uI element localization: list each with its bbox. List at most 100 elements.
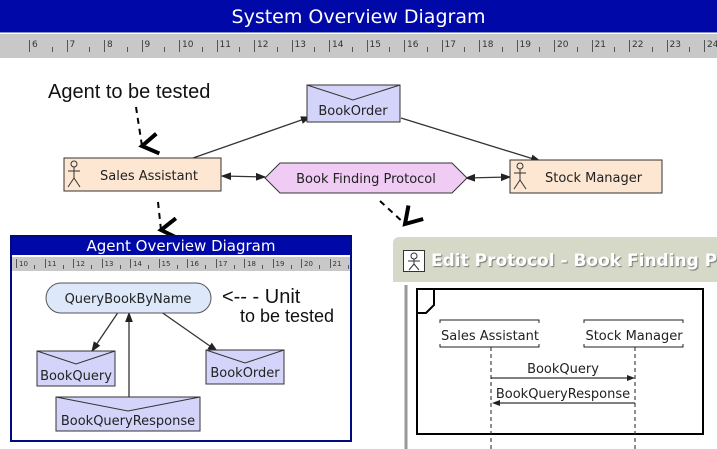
- lifeline-label: Sales Assistant: [441, 329, 539, 344]
- link-arrow: [192, 116, 312, 159]
- message-label: BookQuery: [40, 369, 112, 384]
- ruler-tick-label: 20: [301, 259, 313, 268]
- ruler-minor-tick: [164, 47, 166, 52]
- ruler-minor-tick: [389, 47, 391, 52]
- link-arrow: [91, 310, 120, 353]
- ruler-tick-label: 12: [73, 259, 85, 268]
- ruler-minor-tick: [176, 265, 178, 269]
- capability-label: QueryBookByName: [65, 292, 192, 307]
- actor-icon: [513, 162, 527, 190]
- ruler-minor-tick: [319, 265, 321, 269]
- agent-label: Stock Manager: [545, 171, 643, 186]
- system-diagram-title: System Overview Diagram: [231, 6, 486, 28]
- ruler-minor-tick: [233, 265, 235, 269]
- ruler-tick-label: 11: [216, 40, 231, 52]
- ruler-tick-label: 16: [187, 259, 199, 268]
- ruler-minor-tick: [201, 47, 203, 52]
- sequence-message-bookqueryresponse[interactable]: BookQueryResponse: [492, 387, 635, 406]
- message-label: BookQuery: [527, 362, 599, 377]
- sequence-message-bookquery[interactable]: BookQuery: [491, 362, 635, 381]
- ruler-tick-label: 21: [591, 40, 606, 52]
- ruler-minor-tick: [426, 47, 428, 52]
- system-diagram-title-bar: System Overview Diagram: [0, 0, 717, 33]
- protocol-book-finding[interactable]: Book Finding Protocol: [264, 162, 468, 194]
- ruler-tick-label: 13: [101, 259, 113, 268]
- ruler-minor-tick: [614, 47, 616, 52]
- agent-stock-manager[interactable]: Stock Manager: [509, 159, 663, 194]
- dashed-arrow: [157, 201, 179, 241]
- sequence-frame: [416, 288, 704, 435]
- ruler-tick-label: 14: [130, 259, 142, 268]
- agent-overview-canvas: QueryBookByName <-- - Unit to be tested …: [36, 282, 334, 432]
- ruler-tick-label: 7: [66, 40, 75, 52]
- ruler-tick-label: 19: [516, 40, 531, 52]
- ruler-tick-label: 9: [141, 40, 150, 52]
- ruler-tick-label: 18: [479, 40, 493, 52]
- ruler-minor-tick: [205, 265, 207, 269]
- ruler-minor-tick: [689, 47, 691, 52]
- ruler-minor-tick: [276, 47, 278, 52]
- lifeline-sales-assistant[interactable]: Sales Assistant: [439, 319, 540, 449]
- ruler-minor-tick: [34, 265, 36, 269]
- ruler-tick-label: 10: [179, 40, 193, 52]
- link-arrow: [464, 173, 512, 182]
- agent-sales-assistant[interactable]: Sales Assistant: [63, 157, 222, 192]
- link-arrow: [400, 117, 542, 163]
- ruler-tick-label: 13: [291, 40, 306, 52]
- ruler-minor-tick: [91, 265, 93, 269]
- ruler-minor-tick: [314, 47, 316, 52]
- actor-icon: [403, 250, 425, 272]
- ruler-minor-tick: [347, 265, 349, 269]
- ruler-minor-tick: [576, 47, 578, 52]
- ruler-tick-label: 17: [441, 40, 456, 52]
- ruler-tick-label: 15: [158, 259, 170, 268]
- agent-label: Sales Assistant: [100, 169, 198, 184]
- message-label: BookQueryResponse: [496, 387, 630, 402]
- ruler-tick-label: 24: [704, 40, 717, 52]
- message-bookorder[interactable]: BookOrder: [205, 349, 285, 385]
- ruler-minor-tick: [89, 47, 91, 52]
- dashed-arrow: [135, 106, 161, 156]
- ruler-minor-tick: [148, 265, 150, 269]
- agent-overview-title: Agent Overview Diagram: [12, 237, 350, 255]
- ruler-minor-tick: [651, 47, 653, 52]
- link-arrow: [156, 308, 219, 352]
- ruler-minor-tick: [119, 265, 121, 269]
- ruler-tick-label: 19: [272, 259, 284, 268]
- ruler-tick-label: 17: [215, 259, 227, 268]
- edit-protocol-window: Edit Protocol - Book Finding P Sales Ass…: [393, 237, 717, 449]
- message-bookquery[interactable]: BookQuery: [36, 350, 116, 387]
- lifeline-stock-manager[interactable]: Stock Manager: [583, 319, 684, 449]
- capability-querybookbyname[interactable]: QueryBookByName: [45, 282, 212, 314]
- ruler-minor-tick: [239, 47, 241, 52]
- ruler-minor-tick: [62, 265, 64, 269]
- ruler-tick-label: 18: [244, 259, 256, 268]
- ruler-minor-tick: [262, 265, 264, 269]
- ruler-minor-tick: [501, 47, 503, 52]
- ruler-minor-tick: [290, 265, 292, 269]
- ruler-minor-tick: [51, 47, 53, 52]
- edit-protocol-title-bar: Edit Protocol - Book Finding P: [393, 237, 717, 282]
- message-bookorder[interactable]: BookOrder: [306, 84, 401, 123]
- edit-protocol-title: Edit Protocol - Book Finding P: [431, 251, 717, 271]
- message-label: BookOrder: [318, 104, 388, 119]
- actor-icon: [67, 160, 81, 188]
- ruler-tick-label: 23: [666, 40, 681, 52]
- message-bookqueryresponse[interactable]: BookQueryResponse: [55, 396, 201, 432]
- dashed-arrow: [379, 200, 424, 227]
- lifeline-label: Stock Manager: [585, 329, 683, 344]
- unit-note-line2: to be tested: [240, 306, 334, 326]
- agent-to-be-tested-note: Agent to be tested: [48, 81, 210, 103]
- message-label: BookQueryResponse: [61, 414, 195, 429]
- ruler-tick-label: 15: [366, 40, 381, 52]
- sequence-diagram: Sales Assistant Stock Manager BookQuery …: [404, 285, 704, 449]
- ruler-tick-label: 10: [16, 259, 28, 268]
- ruler-minor-tick: [464, 47, 466, 52]
- ruler-tick-label: 8: [104, 40, 113, 52]
- ruler-tick-label: 22: [629, 40, 643, 52]
- ruler-tick-label: 20: [554, 40, 568, 52]
